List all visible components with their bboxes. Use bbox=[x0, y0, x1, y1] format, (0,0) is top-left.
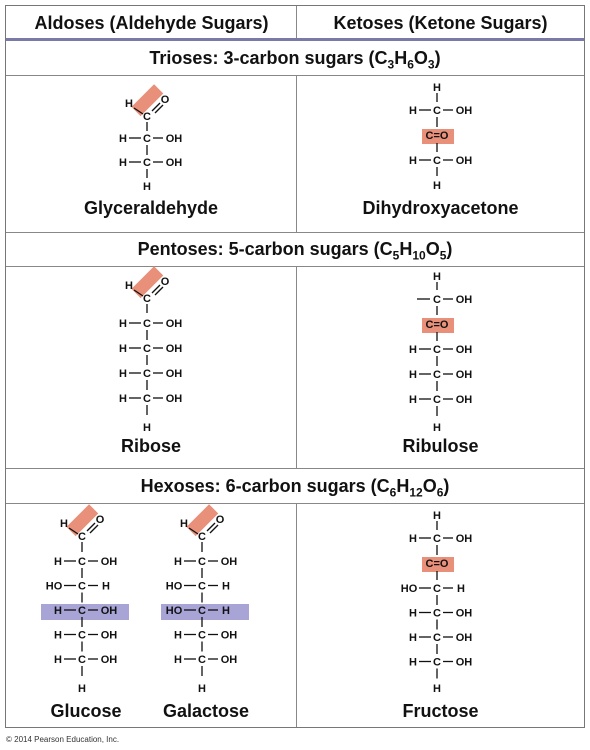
formula-h: H bbox=[394, 48, 408, 68]
header-rule bbox=[6, 38, 584, 41]
trioses-band: Trioses: 3-carbon sugars (C3H6O3) bbox=[6, 41, 584, 75]
col-divider bbox=[296, 75, 297, 232]
row-rule bbox=[6, 75, 584, 76]
hexoses-label: Hexoses: 6-carbon sugars bbox=[140, 476, 366, 496]
row-rule bbox=[6, 503, 584, 504]
formula-c-count: 5 bbox=[392, 248, 400, 263]
aldoses-header: Aldoses (Aldehyde Sugars) bbox=[34, 13, 269, 33]
trioses-label: Trioses: 3-carbon sugars bbox=[149, 48, 364, 68]
formula-c-count: 6 bbox=[389, 485, 397, 500]
formula-o: O bbox=[425, 239, 440, 259]
sugar-table: Aldoses (Aldehyde Sugars) Ketoses (Keton… bbox=[5, 5, 585, 728]
glucose-name: Glucose bbox=[50, 701, 122, 721]
ketoses-header: Ketoses (Ketone Sugars) bbox=[333, 13, 548, 33]
galactose-name: Galactose bbox=[162, 701, 250, 721]
ribulose-name: Ribulose bbox=[402, 436, 479, 456]
formula-h-count: 10 bbox=[412, 248, 426, 263]
row-rule bbox=[6, 232, 584, 233]
formula-o-count: 6 bbox=[436, 485, 444, 500]
formula-h: H bbox=[399, 239, 413, 259]
row-rule bbox=[6, 266, 584, 267]
dihydroxyacetone-name: Dihydroxyacetone bbox=[362, 198, 519, 218]
fructose-name: Fructose bbox=[402, 701, 479, 721]
formula-c-count: 3 bbox=[387, 57, 395, 72]
row-rule bbox=[6, 468, 584, 469]
formula-h-count: 12 bbox=[409, 485, 423, 500]
col-divider bbox=[296, 266, 297, 468]
formula-o-count: 3 bbox=[427, 57, 435, 72]
pentoses-band: Pentoses: 5-carbon sugars (C5H10O5) bbox=[6, 233, 584, 266]
formula-c: C bbox=[376, 476, 390, 496]
formula-h-count: 6 bbox=[407, 57, 414, 72]
formula-o: O bbox=[422, 476, 437, 496]
hexoses-band: Hexoses: 6-carbon sugars (C6H12O6) bbox=[6, 469, 584, 503]
formula-c: C bbox=[374, 48, 388, 68]
glyceraldehyde-name: Glyceraldehyde bbox=[83, 198, 219, 218]
copyright-notice: © 2014 Pearson Education, Inc. bbox=[6, 735, 120, 744]
ribose-name: Ribose bbox=[120, 436, 181, 456]
formula-o: O bbox=[413, 48, 428, 68]
col-divider bbox=[296, 503, 297, 727]
header-divider bbox=[296, 6, 297, 40]
formula-c: C bbox=[379, 239, 393, 259]
pentoses-label: Pentoses: 5-carbon sugars bbox=[137, 239, 369, 259]
formula-o-count: 5 bbox=[439, 248, 447, 263]
formula-h: H bbox=[396, 476, 410, 496]
